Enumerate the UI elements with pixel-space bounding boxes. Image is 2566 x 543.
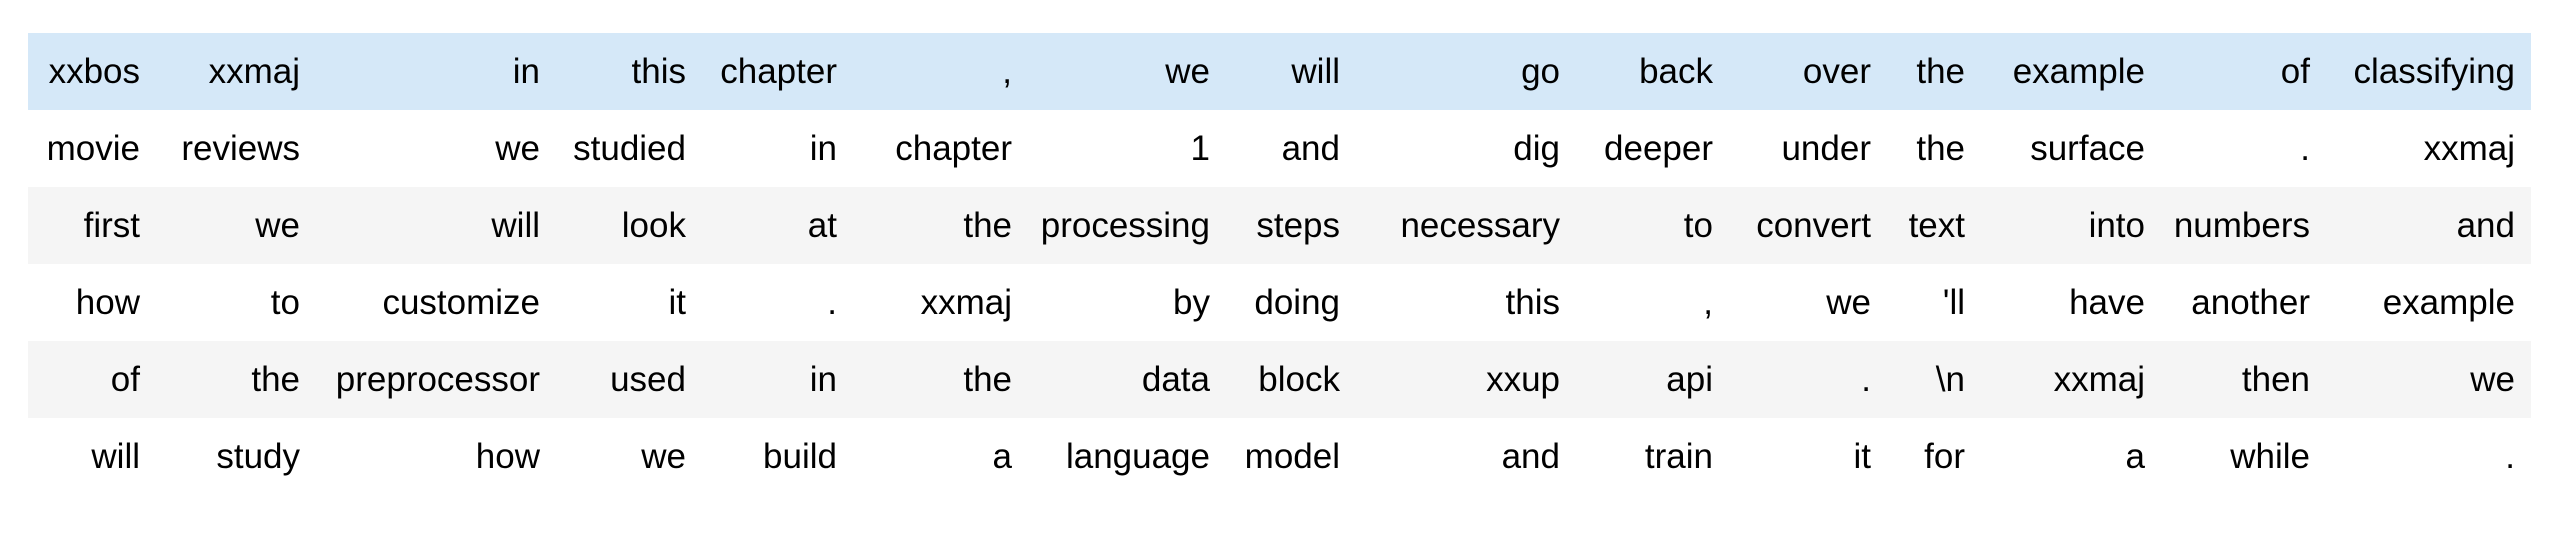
token-cell: in [702, 110, 853, 187]
token-cell: chapter [853, 110, 1028, 187]
token-cell: have [1981, 264, 2161, 341]
token-cell: and [1226, 110, 1356, 187]
token-cell: processing [1028, 187, 1226, 264]
token-cell: back [1576, 33, 1729, 110]
token-cell: a [1981, 418, 2161, 495]
token-cell: we [1729, 264, 1887, 341]
token-cell: will [316, 187, 556, 264]
token-cell: then [2161, 341, 2326, 418]
token-cell: we [1028, 33, 1226, 110]
token-cell: how [316, 418, 556, 495]
token-cell: block [1226, 341, 1356, 418]
token-cell: xxmaj [2326, 110, 2531, 187]
token-cell: necessary [1356, 187, 1576, 264]
token-cell: a [853, 418, 1028, 495]
token-cell: . [2326, 418, 2531, 495]
token-cell: example [1981, 33, 2161, 110]
token-cell: will [28, 418, 156, 495]
token-cell: classifying [2326, 33, 2531, 110]
token-cell: 'll [1887, 264, 1981, 341]
token-cell: convert [1729, 187, 1887, 264]
token-cell: we [2326, 341, 2531, 418]
token-cell: look [556, 187, 702, 264]
token-cell: numbers [2161, 187, 2326, 264]
token-cell: will [1226, 33, 1356, 110]
token-cell: the [853, 341, 1028, 418]
token-cell: movie [28, 110, 156, 187]
token-cell: first [28, 187, 156, 264]
token-cell: the [156, 341, 316, 418]
token-cell: train [1576, 418, 1729, 495]
token-cell: by [1028, 264, 1226, 341]
token-cell: customize [316, 264, 556, 341]
token-cell: build [702, 418, 853, 495]
token-cell: this [1356, 264, 1576, 341]
token-cell: dig [1356, 110, 1576, 187]
token-cell: xxmaj [1981, 341, 2161, 418]
token-cell: of [28, 341, 156, 418]
token-cell: it [1729, 418, 1887, 495]
token-cell: for [1887, 418, 1981, 495]
token-cell: another [2161, 264, 2326, 341]
token-cell: . [1729, 341, 1887, 418]
token-cell: language [1028, 418, 1226, 495]
token-cell: . [2161, 110, 2326, 187]
token-cell: how [28, 264, 156, 341]
token-cell: reviews [156, 110, 316, 187]
token-cell: xxup [1356, 341, 1576, 418]
token-cell: xxmaj [156, 33, 316, 110]
token-cell: we [316, 110, 556, 187]
token-cell: studied [556, 110, 702, 187]
token-cell: chapter [702, 33, 853, 110]
token-cell: the [853, 187, 1028, 264]
token-cell: over [1729, 33, 1887, 110]
token-cell: and [2326, 187, 2531, 264]
token-cell: of [2161, 33, 2326, 110]
token-cell: to [1576, 187, 1729, 264]
token-cell: we [156, 187, 316, 264]
token-cell: surface [1981, 110, 2161, 187]
token-cell: study [156, 418, 316, 495]
token-cell: steps [1226, 187, 1356, 264]
token-cell: to [156, 264, 316, 341]
token-cell: and [1356, 418, 1576, 495]
token-cell: , [853, 33, 1028, 110]
token-cell: \n [1887, 341, 1981, 418]
token-cell: text [1887, 187, 1981, 264]
token-cell: into [1981, 187, 2161, 264]
token-cell: the [1887, 110, 1981, 187]
token-cell: the [1887, 33, 1981, 110]
token-cell: deeper [1576, 110, 1729, 187]
token-cell: model [1226, 418, 1356, 495]
token-cell: it [556, 264, 702, 341]
token-cell: in [316, 33, 556, 110]
token-cell: xxbos [28, 33, 156, 110]
token-cell: we [556, 418, 702, 495]
token-cell: . [702, 264, 853, 341]
token-cell: xxmaj [853, 264, 1028, 341]
token-cell: this [556, 33, 702, 110]
token-cell: 1 [1028, 110, 1226, 187]
token-cell: doing [1226, 264, 1356, 341]
token-cell: api [1576, 341, 1729, 418]
token-cell: in [702, 341, 853, 418]
token-cell: used [556, 341, 702, 418]
token-cell: go [1356, 33, 1576, 110]
token-cell: preprocessor [316, 341, 556, 418]
token-cell: at [702, 187, 853, 264]
token-cell: example [2326, 264, 2531, 341]
token-cell: , [1576, 264, 1729, 341]
token-cell: while [2161, 418, 2326, 495]
token-cell: under [1729, 110, 1887, 187]
token-cell: data [1028, 341, 1226, 418]
